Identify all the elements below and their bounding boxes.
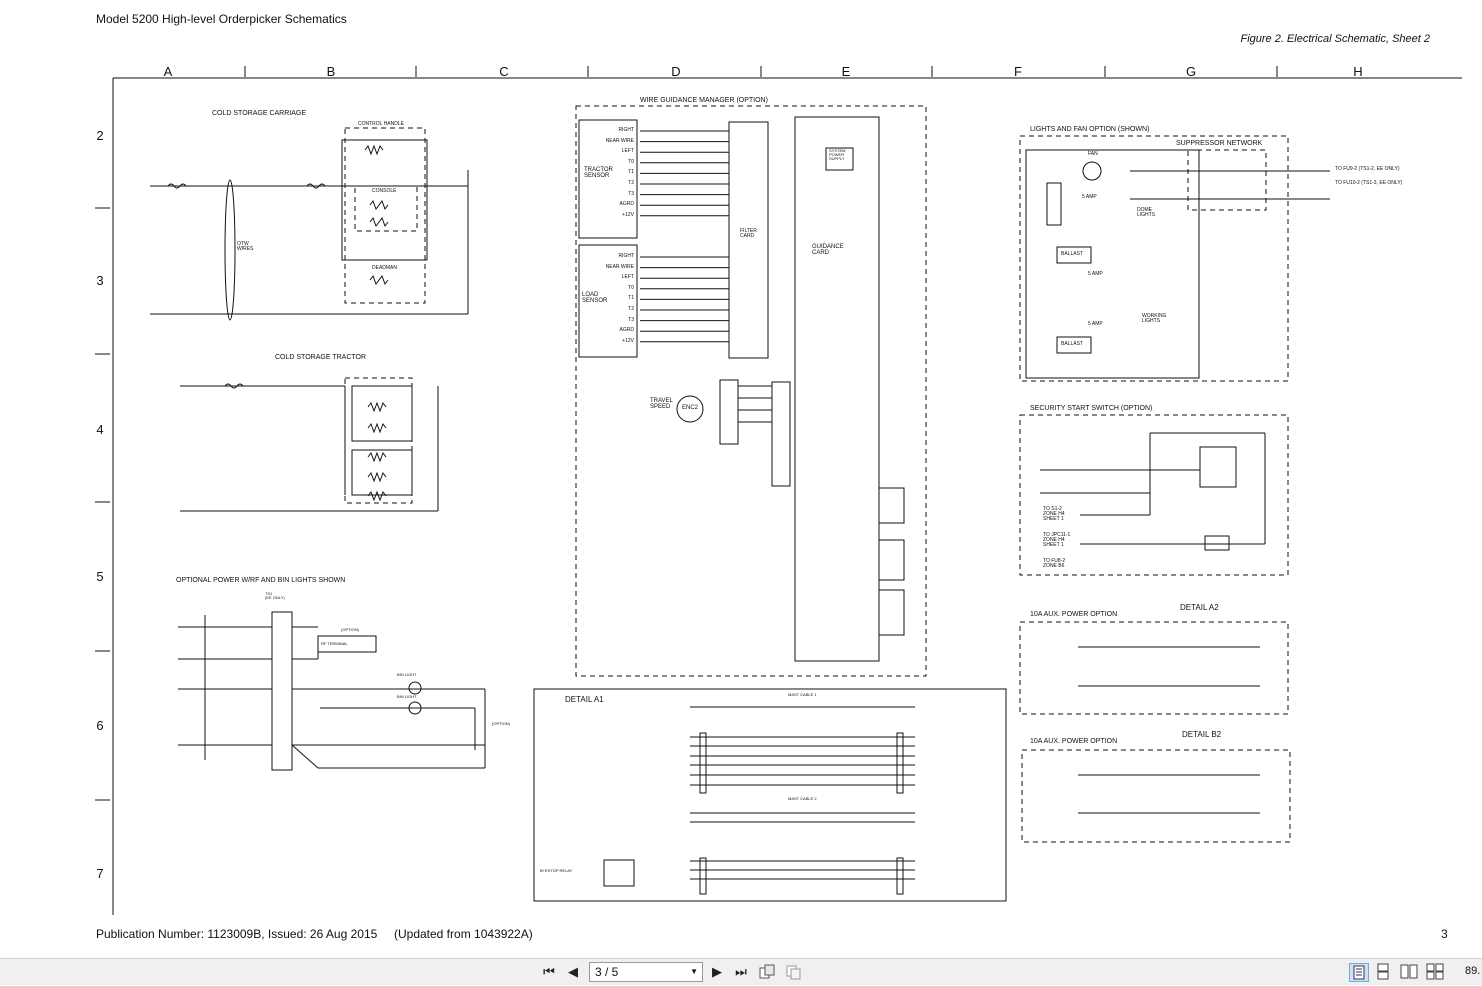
column-header: B (326, 64, 336, 79)
row-header: 6 (96, 718, 104, 733)
section-title: COLD STORAGE TRACTOR (275, 354, 367, 361)
component-label: BIN LIGHT (397, 694, 417, 699)
component-label: DOME LIGHTS (1137, 207, 1156, 218)
component-label: TO FU8-2 ZONE B6 (1043, 558, 1066, 569)
detail-label: DETAIL A1 (565, 695, 604, 704)
last-page-button[interactable]: ⏭ (735, 964, 747, 979)
component-label: BALLAST (1061, 251, 1083, 257)
two-page-view-icon[interactable] (1400, 963, 1418, 980)
row-header: 7 (96, 866, 104, 881)
signal-label: T0 (628, 158, 634, 165)
row-header: 4 (96, 422, 104, 437)
component-label: FILTER CARD (740, 228, 757, 239)
component-label: ENC2 (682, 405, 699, 411)
publication-info: Publication Number: 1123009B, Issued: 26… (96, 927, 533, 941)
continuous-view-icon[interactable] (1374, 963, 1392, 980)
component-label: TS1 (EE ONLY) (265, 591, 285, 600)
section-title: COLD STORAGE CARRIAGE (212, 110, 307, 117)
viewer-toolbar: ⏮ ◀ 3 / 5 ▼ ▶ ⏭ 89. (0, 958, 1482, 985)
page-number: 3 (1441, 927, 1448, 941)
component-label: FAN (1088, 151, 1098, 157)
component-label: TRACTOR SENSOR (584, 167, 613, 179)
signal-label: LEFT (621, 148, 634, 155)
signal-label: +12V (622, 211, 634, 218)
column-header: E (841, 64, 851, 79)
signal-label: RIGHT (618, 253, 634, 259)
signal-label: T2 (628, 180, 634, 186)
component-label: MAST CABLE 2 (788, 796, 817, 801)
first-page-button[interactable]: ⏮ (543, 964, 555, 979)
section-title: WIRE GUIDANCE MANAGER (OPTION) (640, 97, 768, 104)
zoom-level[interactable]: 89. (1465, 965, 1481, 977)
column-header: A (163, 64, 173, 79)
component-label: BALLAST (1061, 341, 1083, 347)
column-header: D (671, 64, 681, 79)
document-title: Model 5200 High-level Orderpicker Schema… (96, 12, 347, 26)
single-page-view-icon[interactable] (1349, 963, 1369, 982)
fit-page-icon[interactable] (784, 963, 802, 980)
signal-label: RIGHT (618, 127, 634, 133)
signal-label: T1 (628, 169, 634, 176)
section-title: SUPPRESSOR NETWORK (1176, 140, 1263, 147)
signal-label: +12V (622, 337, 634, 344)
section-title: OPTIONAL POWER W/RF AND BIN LIGHTS SHOWN (176, 577, 346, 584)
component-label: B+ESTOP RELAY (540, 868, 573, 873)
figure-title: Figure 2. Electrical Schematic, Sheet 2 (1240, 33, 1430, 45)
component-label: LOAD SENSOR (582, 292, 608, 304)
component-label: BIN LIGHT (397, 672, 417, 677)
component-label: TO FU10-2 (TS1-3, EE ONLY) (1335, 180, 1403, 186)
previous-page-button[interactable]: ◀ (568, 964, 578, 979)
component-label: (OPTION) (492, 721, 510, 726)
component-label: SYSTEM POWER SUPPLY (829, 148, 846, 161)
component-label: MAST CABLE 1 (788, 692, 817, 697)
component-label: DEADMAN (372, 265, 398, 271)
schematic-drawing (95, 66, 1462, 915)
signal-label: AGRD (619, 201, 634, 208)
signal-label: T3 (628, 316, 634, 323)
signal-label: LEFT (621, 274, 634, 281)
section-title: SECURITY START SWITCH (OPTION) (1030, 405, 1153, 412)
signal-label: NEAR WIRE (605, 263, 634, 270)
component-label: TO S1-2 ZONE H4 SHEET 1 (1043, 506, 1065, 522)
component-label: 5 AMP (1088, 271, 1103, 277)
document-page: Model 5200 High-level Orderpicker Schema… (95, 12, 1462, 941)
detail-label: DETAIL B2 (1182, 730, 1222, 739)
next-page-button[interactable]: ▶ (712, 964, 722, 979)
column-header: G (1185, 64, 1197, 79)
component-label: TRAVEL SPEED (650, 398, 673, 410)
component-label: 5 AMP (1088, 321, 1103, 327)
column-header: C (499, 64, 509, 79)
component-label: TO FU9-2 (TS1-2, EE ONLY) (1335, 166, 1400, 172)
component-label: GUIDANCE CARD (812, 244, 844, 256)
component-label: CONTROL HANDLE (358, 121, 404, 127)
component-label: TO JPC11-1 ZONE H4 SHEET 1 (1043, 532, 1071, 548)
chevron-down-icon[interactable]: ▼ (690, 967, 698, 976)
rotate-page-icon[interactable] (758, 963, 776, 980)
section-title: 10A AUX. POWER OPTION (1030, 738, 1118, 745)
component-label: CONSOLE (372, 188, 397, 194)
section-title: 10A AUX. POWER OPTION (1030, 611, 1118, 618)
signal-label: AGRD (619, 327, 634, 334)
column-header: F (1014, 64, 1022, 79)
signal-label: T3 (628, 190, 634, 197)
component-label: (OPTION) (341, 627, 359, 632)
signal-label: NEAR WIRE (605, 137, 634, 144)
row-header: 3 (96, 273, 104, 288)
row-header: 5 (96, 569, 104, 584)
component-label: RF TERMINAL (321, 641, 348, 646)
two-page-continuous-icon[interactable] (1426, 963, 1444, 980)
component-label: OTW WIRES (237, 241, 254, 252)
signal-label: T2 (628, 306, 634, 312)
page-number-field[interactable]: 3 / 5 ▼ (589, 962, 703, 982)
signal-label: T1 (628, 295, 634, 302)
row-header: 2 (96, 128, 104, 143)
signal-label: T0 (628, 284, 634, 291)
detail-label: DETAIL A2 (1180, 603, 1219, 612)
component-label: 5 AMP (1082, 194, 1097, 200)
component-label: WORKING LIGHTS (1142, 313, 1167, 324)
column-header: H (1353, 64, 1363, 79)
section-title: LIGHTS AND FAN OPTION (SHOWN) (1030, 126, 1150, 133)
